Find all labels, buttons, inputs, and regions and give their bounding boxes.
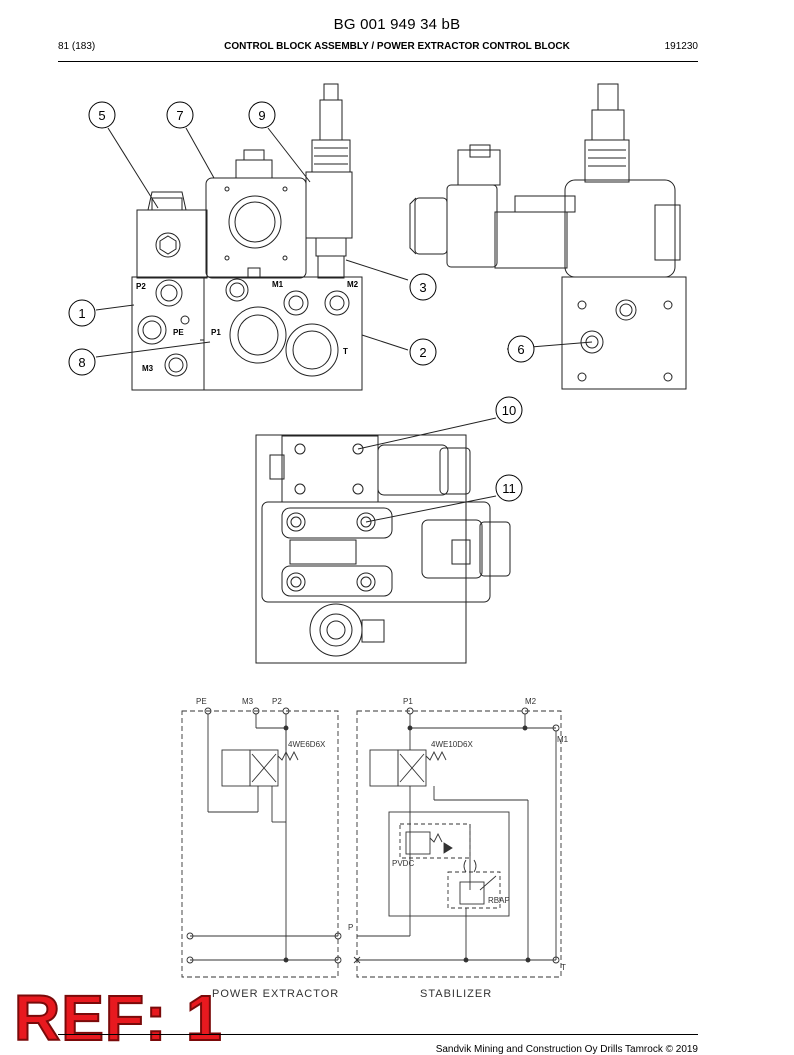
port-label-m1: M1 <box>272 280 284 289</box>
callout-11: 11 <box>502 481 516 496</box>
callout-9: 9 <box>258 108 265 123</box>
schem-port-p1: P1 <box>403 697 413 706</box>
header-rule <box>58 61 698 62</box>
port-label-pe: PE <box>173 328 184 337</box>
schem-port-m2: M2 <box>525 697 537 706</box>
top-view <box>255 434 511 664</box>
t-label: T <box>561 963 566 972</box>
callout-7: 7 <box>176 108 183 123</box>
page-number: 81 (183) <box>58 41 96 52</box>
schem-port-m1: M1 <box>557 735 569 744</box>
callouts: 5 7 9 3 1 2 8 6 10 11 <box>68 101 593 523</box>
schem-port-p2: P2 <box>272 697 282 706</box>
callout-10: 10 <box>502 403 516 418</box>
callout-6: 6 <box>517 342 524 357</box>
callout-1: 1 <box>78 306 85 321</box>
side-view <box>409 83 687 390</box>
hydraulic-schematic: PE M3 P2 P1 M2 M1 4WE6D6X 4WE10D6X PVDC … <box>181 697 569 1000</box>
pvdc-label: PVDC <box>392 859 414 868</box>
port-label-m3: M3 <box>142 364 154 373</box>
document-number: BG 001 949 34 bB <box>333 16 461 33</box>
valve-right-label: 4WE10D6X <box>431 740 473 749</box>
port-label-m2: M2 <box>347 280 359 289</box>
rbap-label: RBAP <box>488 896 510 905</box>
document-code: 191230 <box>664 41 698 52</box>
front-view: P2 PE M3 P1 M1 M2 T <box>131 83 363 391</box>
caption-power-extractor: POWER EXTRACTOR <box>212 988 339 1000</box>
schem-port-pe: PE <box>196 697 207 706</box>
callout-8: 8 <box>78 355 85 370</box>
callout-3: 3 <box>419 280 426 295</box>
port-label-p2: P2 <box>136 282 146 291</box>
ref-watermark: REF: 1 <box>13 982 223 1054</box>
schem-port-m3: M3 <box>242 697 254 706</box>
caption-stabilizer: STABILIZER <box>420 988 492 1000</box>
callout-2: 2 <box>419 345 426 360</box>
footer-copyright: Sandvik Mining and Construction Oy Drill… <box>435 1044 698 1055</box>
callout-5: 5 <box>98 108 105 123</box>
p-label: P <box>348 923 353 932</box>
valve-left-label: 4WE6D6X <box>288 740 326 749</box>
page-title: CONTROL BLOCK ASSEMBLY / POWER EXTRACTOR… <box>224 41 570 52</box>
port-label-p1: P1 <box>211 328 221 337</box>
footer-rule <box>58 1034 698 1035</box>
port-label-t: T <box>343 347 348 356</box>
